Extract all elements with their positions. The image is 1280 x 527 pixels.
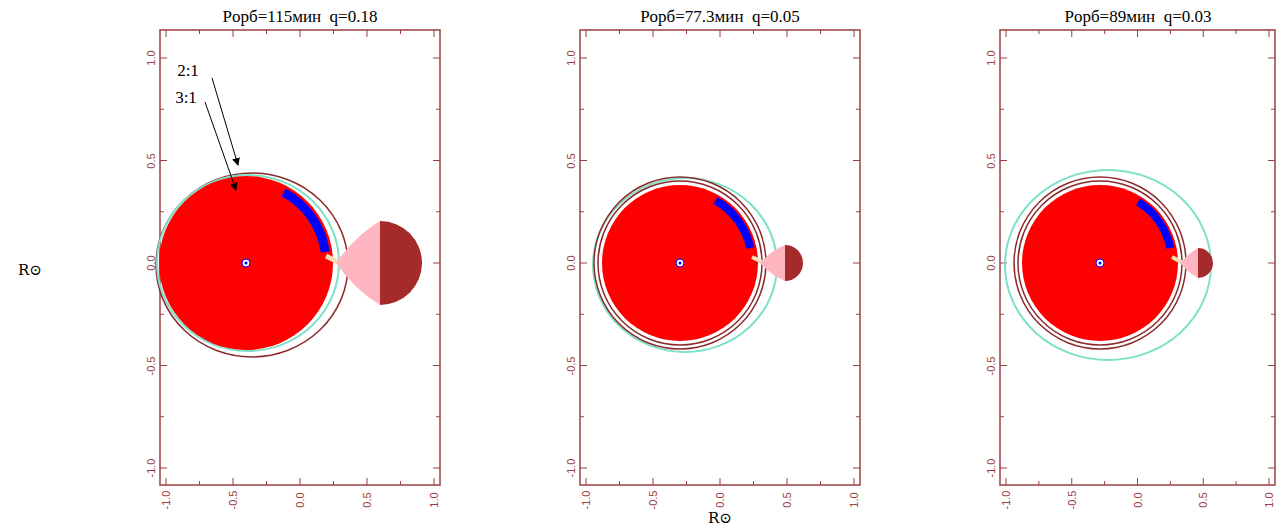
axis-tick-label: -0.5 [648,491,659,510]
axis-tick-label: 1.0 [146,50,157,65]
axis-tick-label: -1.0 [146,459,157,478]
axis-tick-label: 0.5 [362,492,373,507]
resonance-label: 2:1 [177,62,199,79]
axis-tick-label: -1.0 [1001,491,1012,510]
axis-tick-label: -0.5 [146,356,157,375]
axis-tick-label: -0.5 [986,356,997,375]
panel-title: Pорб=77.3мин q=0.05 [640,8,800,25]
axis-tick-label: 1.0 [849,492,860,507]
axis-tick-label: 0.5 [782,492,793,507]
axis-tick-label: 0.5 [986,153,997,168]
axis-tick-label: -1.0 [986,459,997,478]
axis-title: R⊙ [708,510,732,525]
panel-title: Pорб=115мин q=0.18 [223,8,378,25]
axis-tick-label: 1.0 [986,50,997,65]
axis-tick-label: 0.5 [566,153,577,168]
axis-tick-label: 0.0 [986,255,997,270]
axis-title: R⊙ [18,263,42,278]
axis-tick-label: -1.0 [566,459,577,478]
axis-tick-label: 1.0 [1264,492,1275,507]
axis-tick-label: 1.0 [429,492,440,507]
axis-tick-label: 1.0 [566,50,577,65]
axis-tick-label: 0.0 [295,492,306,507]
panel-title: Pорб=89мин q=0.03 [1065,8,1212,25]
axis-tick-label: 0.5 [146,153,157,168]
axis-tick-label: 0.0 [1132,492,1143,507]
axis-tick-label: -0.5 [1066,491,1077,510]
axis-tick-label: -0.5 [228,491,239,510]
axis-tick-label: -1.0 [161,491,172,510]
axis-tick-label: 0.0 [715,492,726,507]
axis-tick-label: -1.0 [581,491,592,510]
axis-tick-label: 0.5 [1198,492,1209,507]
axis-tick-label: 0.0 [566,255,577,270]
resonance-label: 3:1 [175,89,197,106]
axis-tick-label: 0.0 [146,255,157,270]
axis-tick-label: -0.5 [566,356,577,375]
